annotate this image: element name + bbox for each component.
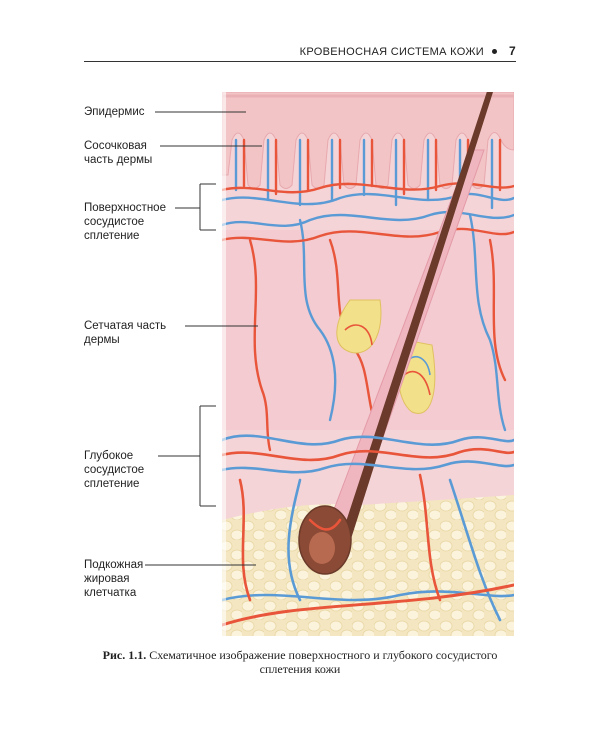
superficial-plexus-veins — [222, 138, 514, 432]
header-rule — [84, 61, 516, 62]
label-epidermis: Эпидермис — [84, 106, 145, 118]
deep-plexus-veins — [222, 434, 514, 622]
label-deep-plexus: Глубокое сосудистое сплетение — [84, 450, 145, 490]
bullet-icon — [492, 48, 498, 54]
label-reticular-dermis: Сетчатая часть дермы — [84, 320, 167, 346]
running-title: КРОВЕНОСНАЯ СИСТЕМА КОЖИ — [299, 46, 485, 58]
label-papillary-dermis: Сосочковая часть дермы — [84, 140, 153, 166]
bracket-superficial-plexus — [175, 183, 216, 231]
caption-prefix: Рис. 1.1. — [102, 648, 147, 662]
skin-section — [222, 92, 514, 636]
running-head: КРОВЕНОСНАЯ СИСТЕМА КОЖИ 7 — [300, 44, 516, 58]
label-subcutaneous-fat: Подкожная жировая клетчатка — [84, 559, 144, 599]
label-leaders — [145, 111, 262, 566]
caption-text: Схематичное изображение поверхностного и… — [149, 648, 498, 676]
deep-plexus-arteries — [222, 447, 514, 627]
figure-caption: Рис. 1.1. Схематичное изображение поверх… — [84, 648, 516, 676]
hair-shaft — [340, 92, 494, 542]
label-superficial-plexus: Поверхностное сосудистое сплетение — [84, 202, 166, 242]
bracket-deep-plexus — [158, 405, 216, 507]
page-number: 7 — [509, 44, 516, 58]
